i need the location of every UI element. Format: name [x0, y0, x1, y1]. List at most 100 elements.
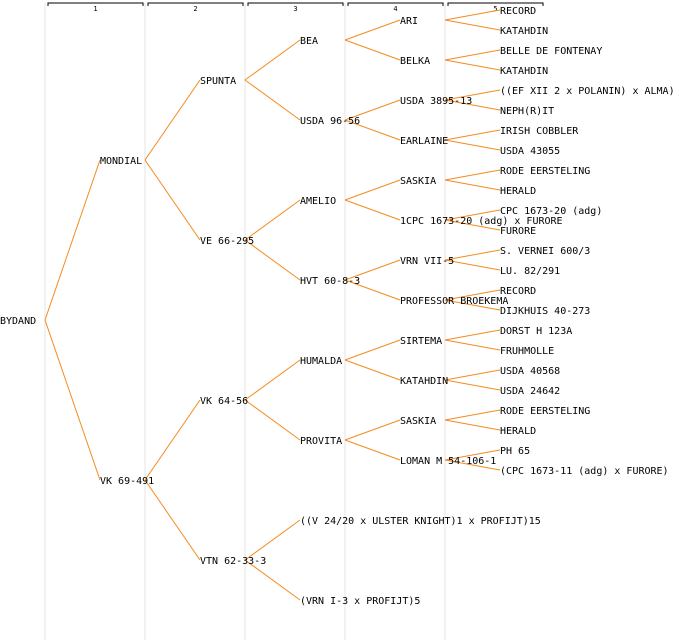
pedigree-node-gen-5: SASKIA [400, 176, 436, 187]
pedigree-node-gen-6: RODE EERSTELING [500, 166, 590, 177]
pedigree-edge [344, 439, 401, 461]
pedigree-node-gen-3: VTN 62-33-3 [200, 556, 266, 567]
pedigree-node-gen-4: PROVITA [300, 436, 342, 447]
pedigree-edge [244, 39, 301, 81]
generation-bracket [147, 2, 244, 6]
pedigree-edge [444, 139, 501, 151]
pedigree-node-gen-5: SIRTEMA [400, 336, 442, 347]
pedigree-edge [144, 79, 201, 161]
pedigree-node-gen-4: HUMALDA [300, 356, 342, 367]
pedigree-node-gen-6: BELLE DE FONTENAY [500, 46, 602, 57]
pedigree-edge [444, 419, 501, 431]
pedigree-node-gen-6: S. VERNEI 600/3 [500, 246, 590, 257]
pedigree-node-gen-2: MONDIAL [100, 156, 142, 167]
pedigree-node-gen-5: KATAHDIN [400, 376, 448, 387]
pedigree-node-gen-6: ((EF XII 2 x POLANIN) x ALMA) [500, 86, 675, 97]
pedigree-node-gen-5: SASKIA [400, 416, 436, 427]
pedigree-edge [344, 119, 401, 141]
pedigree-edge [444, 89, 501, 101]
pedigree-node-gen-6: RODE EERSTELING [500, 406, 590, 417]
pedigree-edge [444, 209, 501, 221]
pedigree-edge [444, 379, 501, 391]
pedigree-node-gen-6: RECORD [500, 6, 536, 17]
pedigree-edge [444, 369, 501, 381]
pedigree-edge [444, 459, 501, 471]
pedigree-node-gen-5: 1CPC 1673-20 (adg) x FURORE [400, 216, 563, 227]
generation-number: 4 [393, 5, 397, 13]
pedigree-node-gen-6: USDA 24642 [500, 386, 560, 397]
pedigree-edge [344, 359, 401, 381]
pedigree-node-gen-6: USDA 43055 [500, 146, 560, 157]
generation-bracket [347, 2, 444, 6]
pedigree-node-gen-6: KATAHDIN [500, 66, 548, 77]
pedigree-edge [444, 299, 501, 311]
pedigree-node-gen-4: BEA [300, 36, 318, 47]
pedigree-edge [444, 219, 501, 231]
pedigree-node-gen-5: BELKA [400, 56, 430, 67]
pedigree-node-gen-6: (CPC 1673-11 (adg) x FURORE) [500, 466, 669, 477]
pedigree-edge [444, 19, 501, 31]
pedigree-edge [344, 279, 401, 301]
generation-number: 1 [93, 5, 97, 13]
pedigree-edge [244, 519, 301, 561]
pedigree-edge [244, 199, 301, 241]
pedigree-edge [144, 399, 201, 481]
pedigree-edge [244, 359, 301, 401]
pedigree-node-gen-6: USDA 40568 [500, 366, 560, 377]
generation-number: 2 [193, 5, 197, 13]
pedigree-edge [444, 249, 501, 261]
pedigree-edge [344, 199, 401, 221]
pedigree-edge [444, 9, 501, 21]
pedigree-edge [344, 39, 401, 61]
pedigree-edge [444, 449, 501, 461]
pedigree-node-gen-6: IRISH COBBLER [500, 126, 579, 137]
pedigree-node-gen-6: PH 65 [500, 446, 530, 457]
pedigree-node-gen-6: HERALD [500, 186, 536, 197]
pedigree-edge [444, 169, 501, 181]
pedigree-node-gen-6: NEPH(R)IT [500, 106, 554, 117]
pedigree-node-gen-5: VRN VII-5 [400, 256, 454, 267]
generation-number: 5 [493, 5, 497, 13]
pedigree-node-gen-4: USDA 96-56 [300, 116, 360, 127]
pedigree-node-gen-4: (VRN I-3 x PROFIJT)5 [300, 596, 420, 607]
pedigree-edge [344, 179, 401, 201]
generation-bracket [47, 2, 144, 6]
pedigree-node-gen-2: VK 69-491 [100, 476, 154, 487]
pedigree-edge [344, 99, 401, 121]
pedigree-node-gen-6: KATAHDIN [500, 26, 548, 37]
pedigree-node-gen-5: USDA 3895-13 [400, 96, 472, 107]
pedigree-edge [344, 19, 401, 41]
pedigree-node-gen-6: CPC 1673-20 (adg) [500, 206, 602, 217]
pedigree-edge [344, 259, 401, 281]
pedigree-node-gen-6: DORST H 123A [500, 326, 572, 337]
pedigree-edge [444, 59, 501, 71]
pedigree-edge [144, 159, 201, 241]
pedigree-edge [444, 129, 501, 141]
pedigree-edge [444, 99, 501, 111]
column-guides [44, 3, 446, 640]
pedigree-edge [144, 479, 201, 561]
pedigree-edge [44, 159, 101, 321]
pedigree-node-gen-6: HERALD [500, 426, 536, 437]
pedigree-node-gen-6: LU. 82/291 [500, 266, 560, 277]
pedigree-node-gen-6: FURORE [500, 226, 536, 237]
pedigree-edge [444, 329, 501, 341]
pedigree-node-gen-5: EARLAINE [400, 136, 448, 147]
pedigree-node-gen-4: ((V 24/20 x ULSTER KNIGHT)1 x PROFIJT)15 [300, 516, 541, 527]
pedigree-node-gen-5: ARI [400, 16, 418, 27]
pedigree-edge [444, 339, 501, 351]
pedigree-edge [444, 259, 501, 271]
pedigree-node-gen-4: AMELIO [300, 196, 336, 207]
pedigree-node-gen-3: VK 64-56 [200, 396, 248, 407]
pedigree-node-gen-6: RECORD [500, 286, 536, 297]
pedigree-node-gen-4: HVT 60-8-3 [300, 276, 360, 287]
pedigree-edge [444, 409, 501, 421]
pedigree-node-gen-1: BYDAND [0, 316, 36, 327]
generation-bracket [447, 2, 544, 6]
pedigree-edge [444, 179, 501, 191]
pedigree-edge [244, 79, 301, 121]
pedigree-node-gen-5: PROFESSOR BROEKEMA [400, 296, 508, 307]
generation-bracket [247, 2, 344, 6]
pedigree-edge [344, 339, 401, 361]
